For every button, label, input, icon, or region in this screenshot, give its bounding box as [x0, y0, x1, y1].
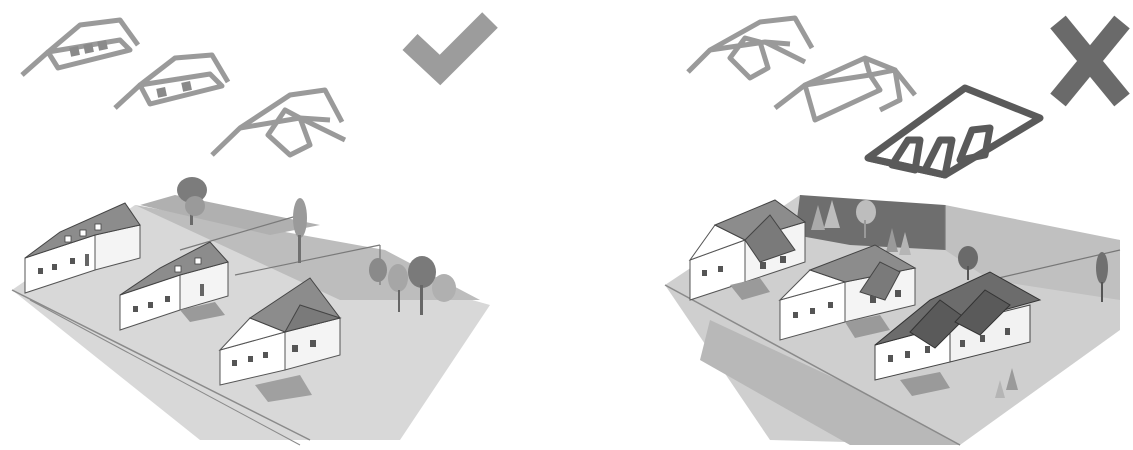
right-roof-outline-2 — [775, 58, 915, 120]
right-panel — [665, 18, 1122, 445]
cross-mark-icon — [1058, 22, 1122, 100]
left-roof-outline-3 — [212, 90, 345, 155]
checkmark-icon — [410, 20, 490, 70]
right-roof-outline-1 — [688, 18, 812, 78]
left-roof-outline-2 — [115, 55, 228, 108]
left-panel — [12, 20, 490, 445]
left-roof-outline-1 — [22, 20, 138, 75]
